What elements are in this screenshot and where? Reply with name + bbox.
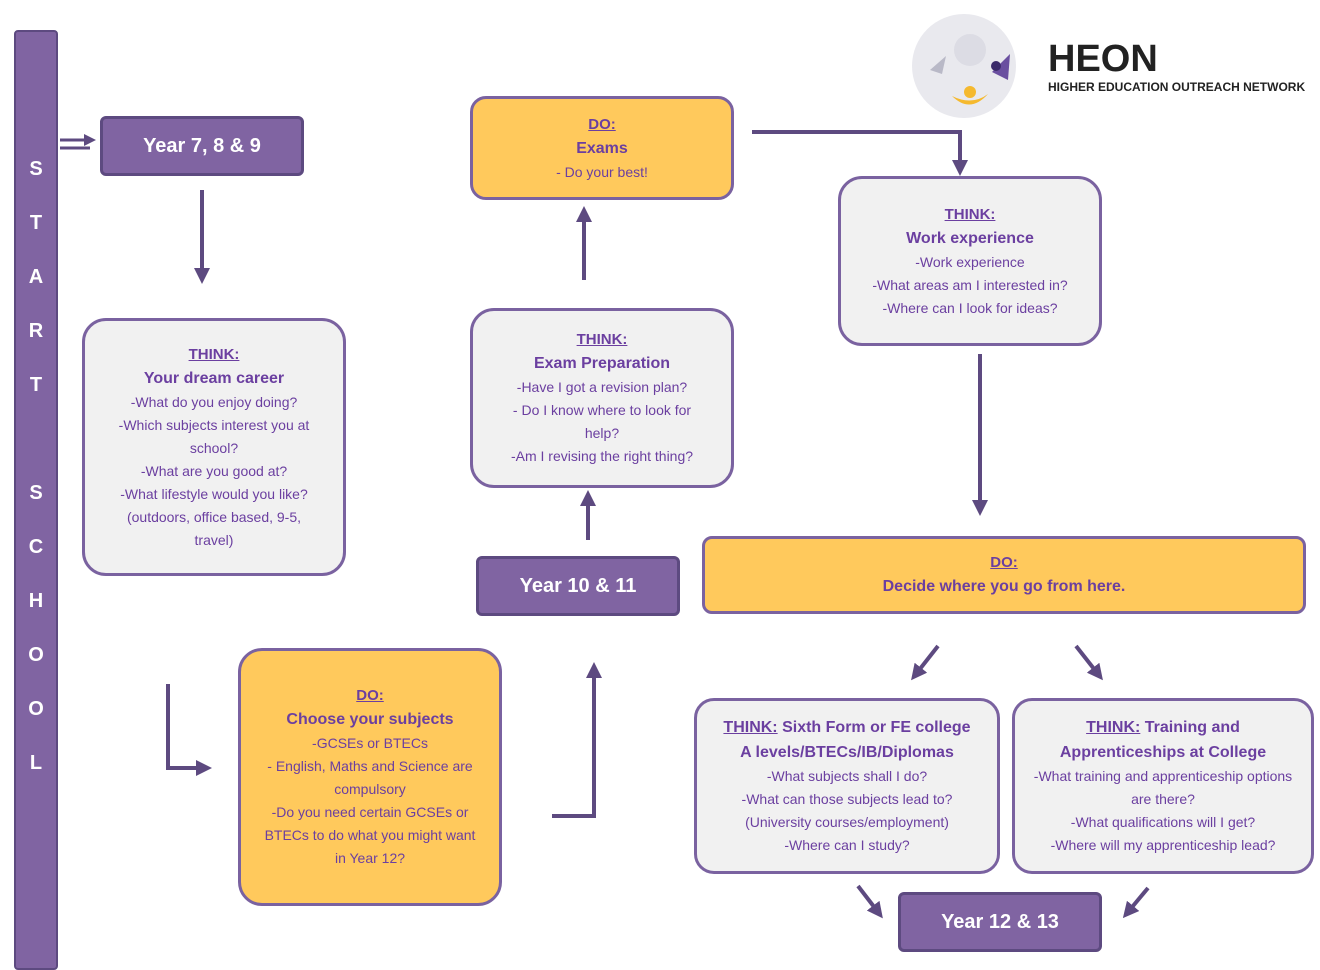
year-10-11-box: Year 10 & 11 <box>476 556 680 616</box>
arrow-exams-work <box>752 130 968 176</box>
school-letter: C <box>28 536 44 558</box>
apprenticeships-line: -What qualifications will I get? <box>1070 814 1256 830</box>
sixth-form-line: -What subjects shall I do? <box>766 768 928 784</box>
choose-subjects-line: - English, Maths and Science are compuls… <box>267 758 473 797</box>
dream-career-title: Your dream career <box>143 369 285 387</box>
sixth-form-line: -Where can I study? <box>784 837 910 853</box>
exams-line: - Do your best! <box>556 163 648 180</box>
sixth-form-subtitle: A levels/BTECs/IB/Diplomas <box>740 744 954 761</box>
start-school-bar: S T A R T S C H O O L <box>14 30 58 970</box>
exams-label: DO: <box>588 115 616 133</box>
year-12-13-box: Year 12 & 13 <box>898 892 1102 952</box>
school-letter: O <box>28 644 44 666</box>
exam-prep-title: Exam Preparation <box>533 355 671 372</box>
school-letter: S <box>29 482 43 504</box>
dream-career-label: THINK: <box>188 345 240 363</box>
decide-box: DO: Decide where you go from here. <box>702 536 1306 614</box>
apprenticeships-heading: THINK: Training and <box>1086 715 1240 740</box>
dream-career-line: -What are you good at? <box>140 462 288 479</box>
arrow-decide-sixth <box>911 644 940 681</box>
decide-title: Decide where you go from here. <box>882 578 1126 595</box>
logo-subtitle: HIGHER EDUCATION OUTREACH NETWORK <box>1048 80 1306 94</box>
work-experience-line: -Where can I look for ideas? <box>882 299 1058 316</box>
exam-prep-line: -Am I revising the right thing? <box>510 448 694 464</box>
work-experience-box: THINK: Work experience -Work experience … <box>838 176 1102 346</box>
arrow-sixth-year12 <box>856 884 883 919</box>
work-experience-title: Work experience <box>906 229 1034 247</box>
start-letter: S <box>29 158 43 180</box>
choose-subjects-title: Choose your subjects <box>286 711 454 728</box>
sixth-form-label: THINK: <box>723 719 778 736</box>
apprenticeships-line: -Where will my apprenticeship lead? <box>1050 837 1276 853</box>
heon-logo-icon <box>912 10 1022 120</box>
start-letter: A <box>28 266 44 288</box>
sixth-form-heading: THINK: Sixth Form or FE college <box>723 715 970 740</box>
decide-label: DO: <box>990 554 1018 571</box>
year-7-8-9-box: Year 7, 8 & 9 <box>100 116 304 176</box>
start-letter: R <box>28 320 44 342</box>
apprenticeships-subtitle: Apprenticeships at College <box>1059 744 1267 761</box>
sixth-form-line: (University courses/employment) <box>745 814 949 830</box>
year-7-8-9-label: Year 7, 8 & 9 <box>143 134 261 157</box>
sixth-form-title: Sixth Form or FE college <box>777 719 971 736</box>
start-letter: T <box>29 374 43 396</box>
school-letter: H <box>28 590 44 612</box>
choose-subjects-line: -GCSEs or BTECs <box>312 735 428 751</box>
school-letter: O <box>28 698 44 720</box>
exam-prep-line: -Have I got a revision plan? <box>516 379 688 395</box>
exam-prep-line: - Do I know where to look for help? <box>512 402 692 441</box>
year-12-13-label: Year 12 & 13 <box>941 910 1059 933</box>
sixth-form-box: THINK: Sixth Form or FE college A levels… <box>694 698 1000 874</box>
dream-career-line: -What lifestyle would you like? (outdoor… <box>120 485 308 548</box>
sixth-form-line: -What can those subjects lead to? <box>741 791 953 807</box>
arrow-decide-appr <box>1074 644 1103 681</box>
choose-subjects-line: -Do you need certain GCSEs or BTECs to d… <box>264 804 476 866</box>
dream-career-box: THINK: Your dream career -What do you en… <box>82 318 346 576</box>
logo-title: HEON <box>1048 38 1158 80</box>
exam-prep-label: THINK: <box>576 331 628 348</box>
work-experience-line: -Work experience <box>915 253 1025 270</box>
choose-subjects-label: DO: <box>356 687 384 704</box>
work-experience-label: THINK: <box>944 205 996 223</box>
exam-prep-box: THINK: Exam Preparation -Have I got a re… <box>470 308 734 488</box>
start-letter: T <box>29 212 43 234</box>
arrow-subjects-year10 <box>552 662 602 818</box>
dream-career-line: -What do you enjoy doing? <box>130 393 298 410</box>
exams-box: DO: Exams - Do your best! <box>470 96 734 200</box>
year-10-11-label: Year 10 & 11 <box>519 574 637 597</box>
arrow-appr-year12 <box>1122 886 1150 919</box>
dream-career-line: -Which subjects interest you at school? <box>118 416 310 456</box>
apprenticeships-line: -What training and apprenticeship option… <box>1033 768 1293 807</box>
arrow-dream-subjects <box>166 684 212 776</box>
school-letter: L <box>29 752 43 774</box>
apprenticeships-title: Training and <box>1140 719 1240 736</box>
choose-subjects-box: DO: Choose your subjects -GCSEs or BTECs… <box>238 648 502 906</box>
apprenticeships-label: THINK: <box>1086 719 1141 736</box>
apprenticeships-box: THINK: Training and Apprenticeships at C… <box>1012 698 1314 874</box>
work-experience-line: -What areas am I interested in? <box>872 276 1068 293</box>
exams-title: Exams <box>576 139 628 157</box>
